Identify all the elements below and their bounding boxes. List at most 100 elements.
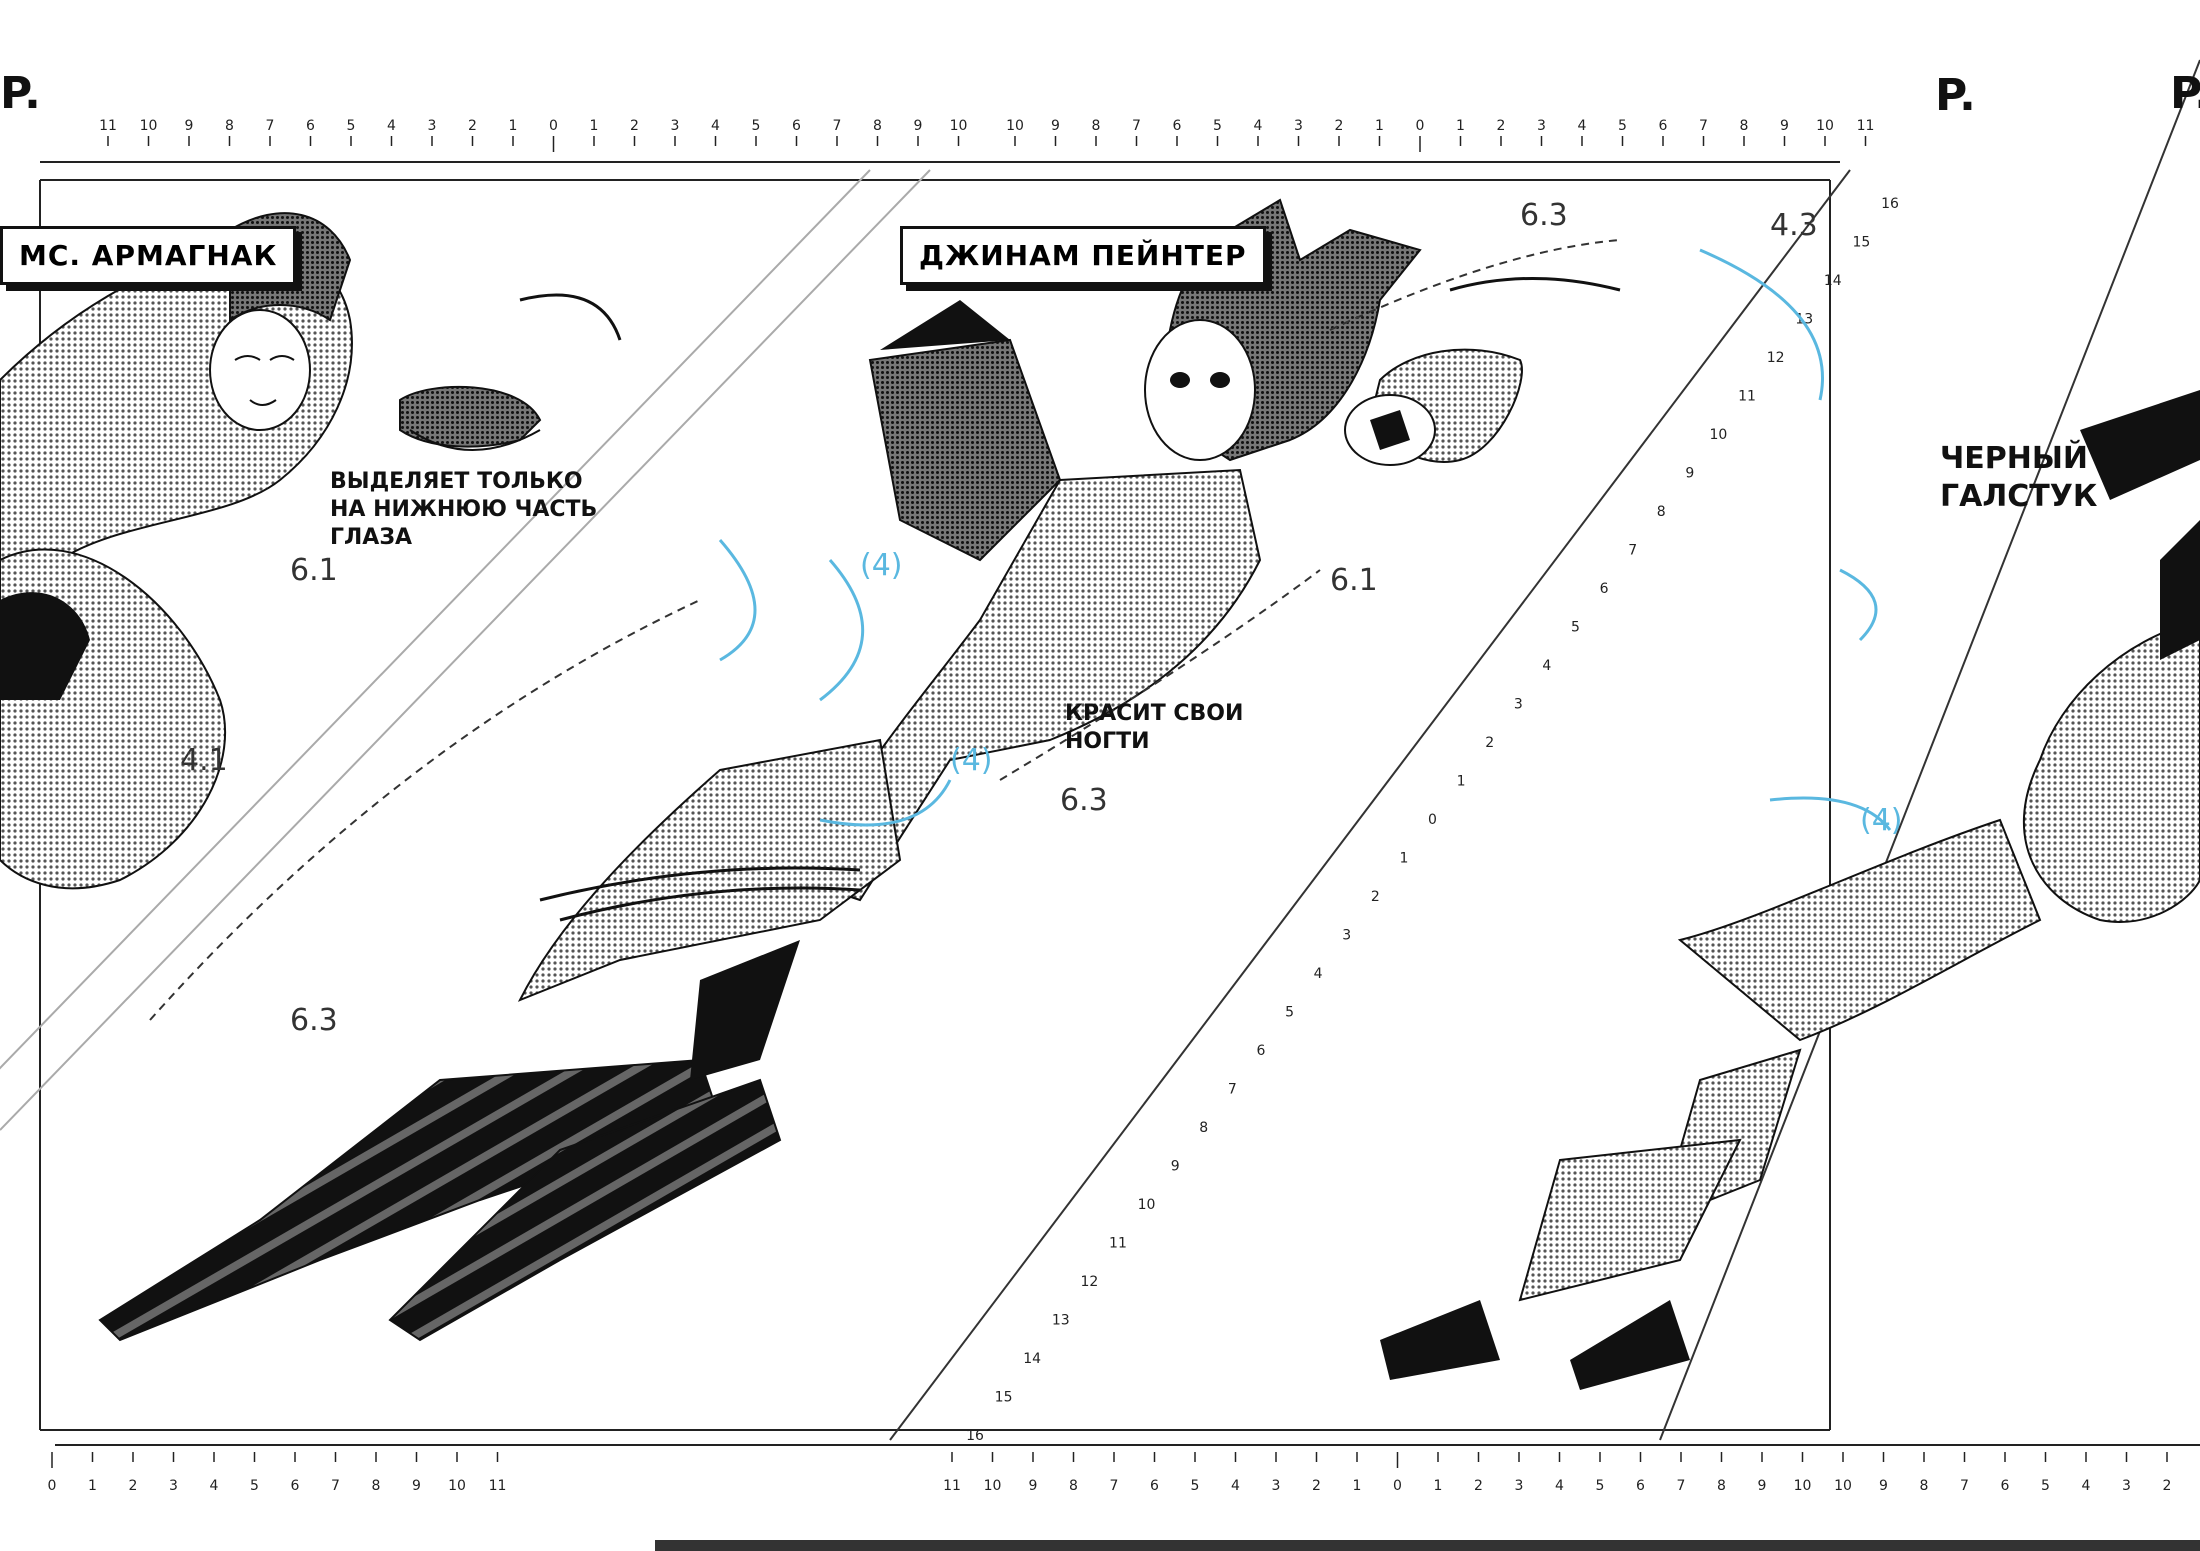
ruler-label: 5 (1596, 1478, 1605, 1494)
ruler-label: 4 (1555, 1478, 1564, 1494)
ruler-label: 5 (1191, 1478, 1200, 1494)
measure-mark: 4.1 (180, 743, 228, 778)
diagonal-ruler-label: 9 (1685, 466, 1694, 482)
character-armagnac (0, 212, 353, 890)
ruler-label: 6 (306, 118, 315, 134)
diagonal-ruler-label: 3 (1342, 928, 1351, 944)
note-tie-line-2: ГАЛСТУК (1940, 479, 2098, 514)
diagonal-ruler-label: 1 (1457, 774, 1466, 790)
ruler-label: 11 (1857, 118, 1875, 134)
bottom-bar (655, 1540, 2200, 1551)
ruler-label: 2 (1497, 118, 1506, 134)
diagonal-ruler-label: 15 (995, 1390, 1013, 1406)
diagonal-ruler-label: 4 (1542, 658, 1551, 674)
measure-mark: 6.1 (290, 553, 338, 588)
ruler-label: 6 (2001, 1478, 2010, 1494)
ruler-label: 0 (1393, 1478, 1402, 1494)
ruler-label: 8 (1069, 1478, 1078, 1494)
diagonal-ruler-label: 13 (1052, 1313, 1070, 1329)
ruler-label: 9 (914, 118, 923, 134)
diagonal-ruler-label: 7 (1628, 543, 1637, 559)
ruler-label: 9 (1051, 118, 1060, 134)
diagonal-ruler-label: 7 (1228, 1082, 1237, 1098)
ruler-label: 0 (1416, 118, 1425, 134)
ruler-label: 1 (590, 118, 599, 134)
diagonal-ruler-label: 3 (1514, 697, 1523, 713)
ruler-label: 1 (1456, 118, 1465, 134)
ruler-label: 2 (2163, 1478, 2172, 1494)
ruler-label: 7 (1132, 118, 1141, 134)
ruler-label: 9 (1780, 118, 1789, 134)
measurement-arcs (718, 248, 1892, 831)
ruler-label: 4 (210, 1478, 219, 1494)
diagonal-ruler-numbers: 1615141312111098765432101234567891011121… (966, 196, 1899, 1444)
ruler-label: 7 (1677, 1478, 1686, 1494)
ruler-label: 8 (1717, 1478, 1726, 1494)
ruler-label: 9 (185, 118, 194, 134)
measure-mark: 4.3 (1770, 208, 1818, 243)
measure-mark: 6.3 (1520, 198, 1568, 233)
ruler-label: 4 (1254, 118, 1263, 134)
ruler-label: 4 (1578, 118, 1587, 134)
diagonal-ruler-label: 9 (1171, 1159, 1180, 1175)
diagonal-ruler-label: 5 (1571, 620, 1580, 636)
diagonal-ruler-label: 2 (1371, 889, 1380, 905)
ruler-label: 10 (1834, 1478, 1852, 1494)
diagonal-ruler-label: 5 (1285, 1005, 1294, 1021)
diagonal-ruler-label: 10 (1138, 1197, 1156, 1213)
ruler-label: 10 (950, 118, 968, 134)
ruler-label: 6 (1659, 118, 1668, 134)
ruler-label: 3 (1515, 1478, 1524, 1494)
ruler-label: 4 (1231, 1478, 1240, 1494)
ruler-label: 2 (1335, 118, 1344, 134)
note-nails-line-2: НОГТИ (1065, 729, 1150, 754)
measure-mark: (4) (1860, 803, 1903, 838)
ruler-label: 5 (347, 118, 356, 134)
ruler-label: 3 (1537, 118, 1546, 134)
diagonal-ruler-label: 11 (1109, 1236, 1127, 1252)
note-tie: ЧЕРНЫЙ ГАЛСТУК (1940, 440, 2097, 516)
diagonal-ruler-label: 14 (1824, 273, 1842, 289)
ruler-label: 3 (2122, 1478, 2131, 1494)
diagonal-ruler-label: 12 (1080, 1274, 1098, 1290)
diagonal-ruler-right (889, 59, 2200, 1441)
character-right (1380, 390, 2200, 1390)
ruler-label: 6 (1150, 1478, 1159, 1494)
diagonal-ruler-label: 8 (1657, 504, 1666, 520)
ruler-label: 11 (489, 1478, 507, 1494)
ruler-label: 1 (1434, 1478, 1443, 1494)
ruler-label: 9 (1029, 1478, 1038, 1494)
ruler-label: 5 (1618, 118, 1627, 134)
ruler-label: 3 (1294, 118, 1303, 134)
diagonal-ruler-label: 15 (1852, 235, 1870, 251)
eye-study-right (1344, 276, 1621, 466)
ruler-label: 7 (1699, 118, 1708, 134)
diagonal-ruler-label: 0 (1428, 812, 1437, 828)
diagonal-ruler-label: 6 (1256, 1043, 1265, 1059)
ruler-label: 2 (468, 118, 477, 134)
ruler-label: 10 (1816, 118, 1834, 134)
diagonal-ruler-label: 16 (1881, 196, 1899, 212)
ruler-label: 9 (1879, 1478, 1888, 1494)
diagonal-ruler-label: 8 (1199, 1120, 1208, 1136)
ruler-label: 4 (387, 118, 396, 134)
ruler-label: 5 (1213, 118, 1222, 134)
ruler-label: 10 (140, 118, 158, 134)
measure-mark: 6.3 (1060, 783, 1108, 818)
ruler-label: 5 (250, 1478, 259, 1494)
ruler-label: 6 (291, 1478, 300, 1494)
corner-letter-2: P. (1935, 70, 1976, 121)
ruler-label: 3 (428, 118, 437, 134)
ruler-label: 7 (833, 118, 842, 134)
corner-letter-3: P. (2170, 68, 2200, 119)
diagonal-ruler-label: 4 (1314, 966, 1323, 982)
diagonal-ruler-label: 2 (1485, 735, 1494, 751)
diagonal-ruler-label: 1 (1399, 851, 1408, 867)
measure-mark: 6.1 (1330, 563, 1378, 598)
ruler-label: 10 (1794, 1478, 1812, 1494)
ruler-label: 2 (129, 1478, 138, 1494)
measure-mark: (4) (950, 743, 993, 778)
measure-mark: 6.3 (290, 1003, 338, 1038)
